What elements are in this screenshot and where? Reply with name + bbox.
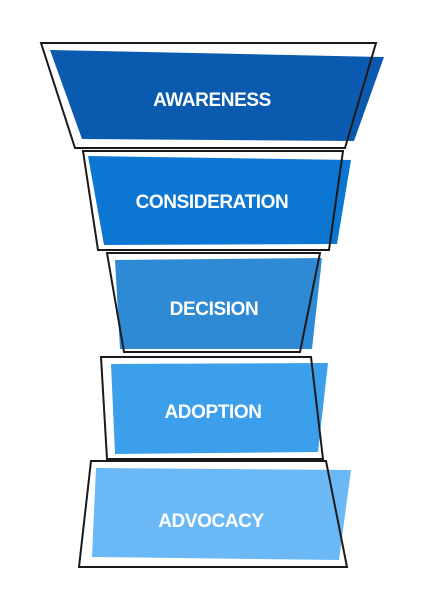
stage-outline — [99, 356, 325, 460]
stage-outline — [77, 460, 349, 568]
funnel-stage-adoption: ADOPTION — [99, 356, 328, 460]
funnel-stage-advocacy: ADVOCACY — [77, 460, 351, 568]
stage-fill — [50, 50, 384, 141]
stage-label-decision: DECISION — [170, 299, 259, 320]
stage-label-consideration: CONSIDERATION — [136, 192, 289, 213]
stage-outline — [81, 150, 345, 251]
stage-fill — [88, 156, 351, 245]
stage-outline — [105, 252, 322, 353]
stage-outline — [39, 42, 378, 149]
stage-fill — [115, 258, 322, 349]
funnel-stage-awareness: AWARENESS — [39, 42, 384, 149]
stage-label-adoption: ADOPTION — [164, 402, 261, 423]
stage-label-advocacy: ADVOCACY — [158, 511, 264, 532]
stage-fill — [111, 363, 328, 454]
funnel-stage-decision: DECISION — [105, 252, 322, 353]
stage-fill — [92, 468, 351, 560]
stage-label-awareness: AWARENESS — [153, 90, 271, 111]
funnel-stage-consideration: CONSIDERATION — [81, 150, 351, 251]
